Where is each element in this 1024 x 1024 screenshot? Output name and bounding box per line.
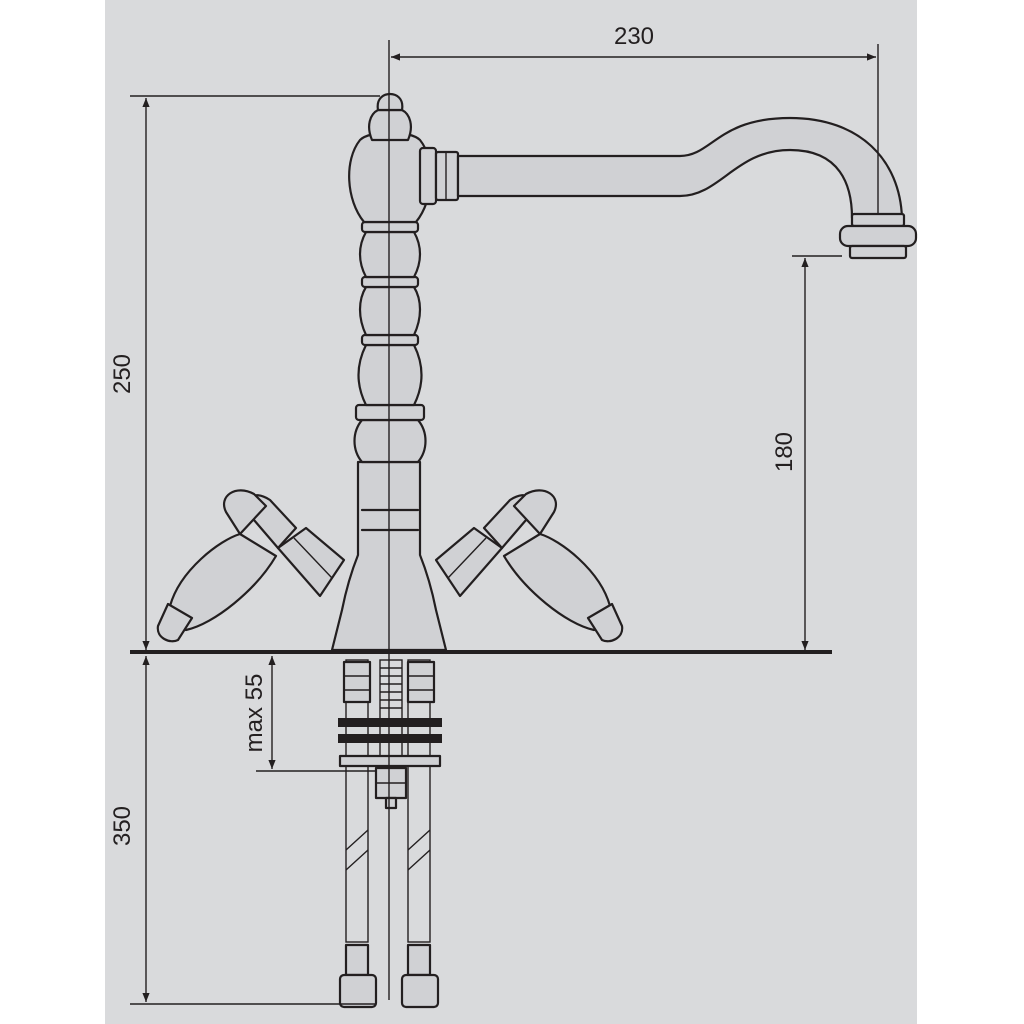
- label-spout-height: 180: [771, 432, 798, 472]
- label-hose-length: 350: [109, 806, 136, 846]
- label-total-height: 250: [109, 354, 136, 394]
- dimension-hose-length: [130, 656, 376, 1005]
- dimension-total-height: [130, 95, 380, 650]
- right-handle: [434, 489, 624, 643]
- label-spout-reach: 230: [614, 23, 654, 50]
- supply-hoses: [338, 659, 440, 1009]
- left-handle: [156, 489, 346, 643]
- mounting-shank: [338, 659, 442, 810]
- spout: [418, 116, 918, 260]
- label-max-thickness: max 55: [241, 674, 268, 753]
- dimension-max-thickness: [256, 656, 376, 772]
- dimension-spout-height: [792, 255, 842, 650]
- dimension-spout-reach: [391, 44, 879, 214]
